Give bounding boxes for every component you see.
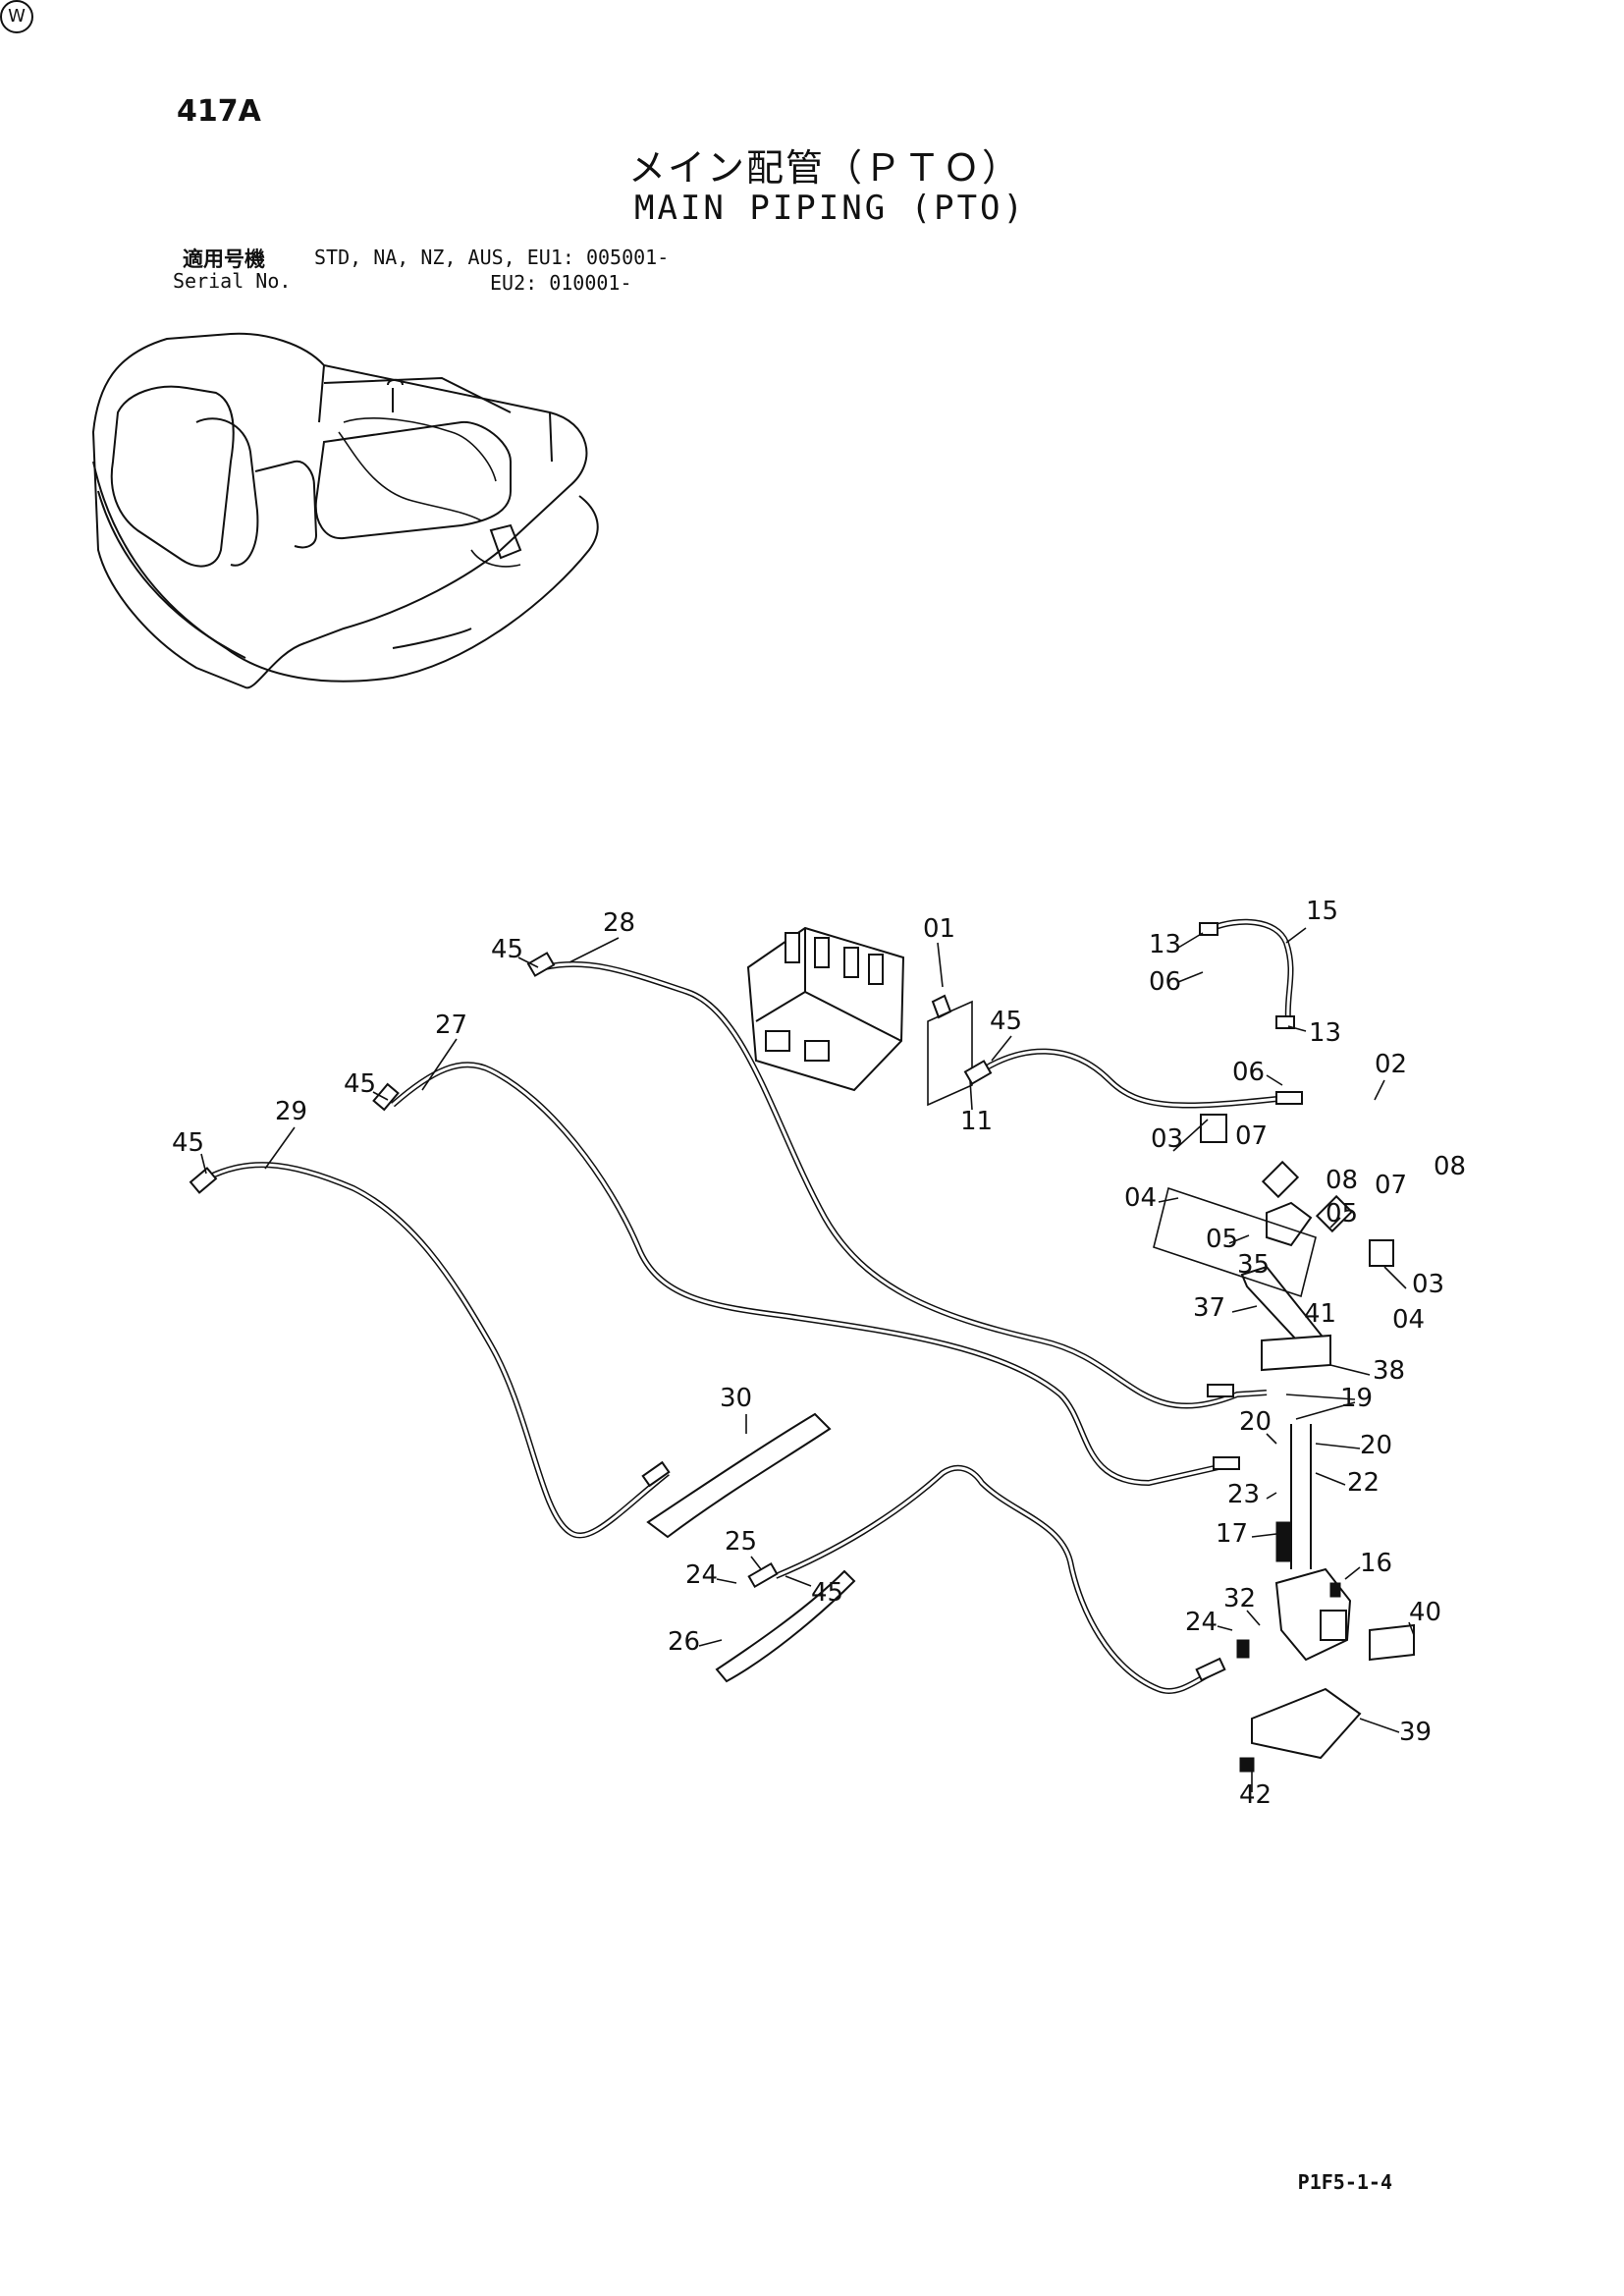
hose-15 — [1211, 918, 1294, 1022]
callout-08: 08 — [1326, 1166, 1358, 1195]
callout-20: 20 — [1360, 1431, 1392, 1460]
callout-05: 05 — [1326, 1199, 1358, 1229]
serial-label-japanese: 適用号機 — [183, 247, 265, 271]
callout-45: 45 — [491, 935, 523, 964]
callout-08: 08 — [1434, 1152, 1466, 1181]
hose-fittings — [189, 922, 1303, 1682]
callout-13: 13 — [1309, 1018, 1341, 1048]
pipe-main-long — [774, 1464, 1219, 1694]
callout-20: 20 — [1239, 1407, 1272, 1437]
corner-w-mark: W — [0, 0, 33, 33]
callout-45: 45 — [990, 1007, 1022, 1036]
callout-26: 26 — [668, 1627, 700, 1657]
callout-15: 15 — [1306, 897, 1338, 926]
callout-27: 27 — [435, 1011, 467, 1040]
callout-45: 45 — [344, 1069, 376, 1099]
callout-16: 16 — [1360, 1549, 1392, 1578]
callout-32: 32 — [1223, 1584, 1256, 1613]
callout-41: 41 — [1304, 1299, 1336, 1329]
hose-28 — [544, 960, 1268, 1409]
callout-05: 05 — [1206, 1225, 1238, 1254]
suction-hose — [646, 1412, 856, 1683]
serial-range-row1: STD, NA, NZ, AUS, EU1: 005001- — [314, 246, 670, 269]
callout-11: 11 — [960, 1107, 993, 1136]
excavator-overview-illustration — [91, 332, 599, 689]
callout-leader-lines — [200, 927, 1415, 1792]
callout-42: 42 — [1239, 1780, 1272, 1810]
callout-25: 25 — [725, 1527, 757, 1557]
callout-02: 02 — [1375, 1050, 1407, 1079]
callout-07: 07 — [1375, 1171, 1407, 1200]
page-number: 417A — [177, 94, 261, 129]
callout-28: 28 — [603, 908, 635, 938]
callout-06: 06 — [1232, 1058, 1265, 1087]
callout-37: 37 — [1193, 1293, 1225, 1323]
hose-29 — [204, 1162, 670, 1539]
control-valve-assembly — [746, 926, 973, 1107]
callout-38: 38 — [1373, 1356, 1405, 1386]
callout-24: 24 — [685, 1560, 718, 1590]
callout-35: 35 — [1237, 1250, 1270, 1280]
callout-39: 39 — [1399, 1718, 1432, 1747]
callout-04: 04 — [1124, 1183, 1157, 1213]
title-english: MAIN PIPING (PTO) — [634, 189, 1026, 228]
callout-17: 17 — [1216, 1519, 1248, 1549]
serial-range-row2: EU2: 010001- — [490, 271, 632, 295]
callout-45: 45 — [811, 1578, 843, 1608]
callout-45: 45 — [172, 1128, 204, 1158]
title-japanese: メイン配管（ＰＴＯ） — [628, 146, 1022, 190]
callout-40: 40 — [1409, 1598, 1441, 1627]
callout-01: 01 — [923, 914, 955, 944]
pto-valve-and-brackets — [1153, 1114, 1415, 1773]
callout-29: 29 — [275, 1097, 307, 1126]
callout-30: 30 — [720, 1384, 752, 1413]
callout-03: 03 — [1412, 1270, 1444, 1299]
callout-03: 03 — [1151, 1124, 1183, 1154]
callout-22: 22 — [1347, 1468, 1380, 1498]
callout-13: 13 — [1149, 930, 1181, 959]
callout-07: 07 — [1235, 1121, 1268, 1151]
callout-23: 23 — [1227, 1480, 1260, 1509]
callout-04: 04 — [1392, 1305, 1425, 1335]
figure-code: P1F5-1-4 — [1297, 2170, 1392, 2194]
callout-06: 06 — [1149, 967, 1181, 997]
serial-label-english: Serial No. — [173, 269, 292, 293]
callout-24: 24 — [1185, 1608, 1218, 1637]
hose-45-upper — [980, 1048, 1287, 1109]
hose-27 — [391, 1062, 1228, 1487]
